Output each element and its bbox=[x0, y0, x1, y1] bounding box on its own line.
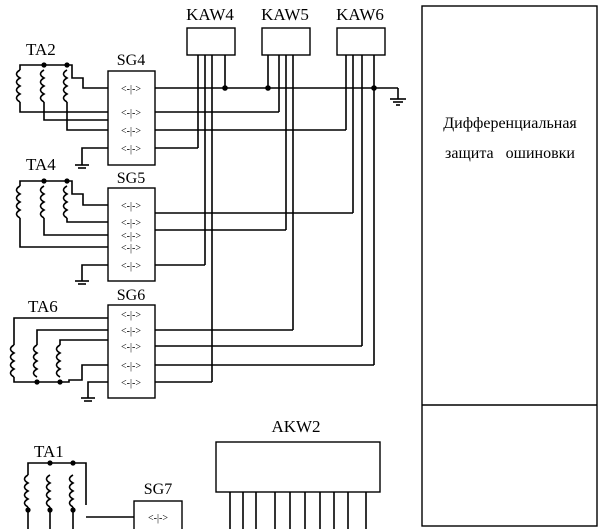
svg-text:<-|->: <-|-> bbox=[121, 144, 141, 155]
relay-kaw4: KAW4 bbox=[186, 5, 236, 56]
relay-leads bbox=[197, 55, 375, 382]
transformer-ta2-label: TA2 bbox=[26, 40, 56, 59]
svg-text:<-|->: <-|-> bbox=[121, 243, 141, 254]
svg-text:<-|->: <-|-> bbox=[121, 261, 141, 272]
neutral-bus bbox=[155, 85, 406, 106]
svg-text:<-|->: <-|-> bbox=[121, 310, 141, 321]
test-block-sg4: SG4 <-|-> <-|-> <-|-> <-|-> bbox=[75, 52, 346, 169]
svg-text:<-|->: <-|-> bbox=[121, 218, 141, 229]
svg-text:<-|->: <-|-> bbox=[121, 231, 141, 242]
svg-text:<-|->: <-|-> bbox=[121, 378, 141, 389]
svg-text:<-|->: <-|-> bbox=[121, 326, 141, 337]
relay-akw2: AKW2 bbox=[215, 417, 381, 529]
relay-kaw5: KAW5 bbox=[261, 5, 311, 56]
test-block-sg6-label: SG6 bbox=[117, 287, 145, 304]
transformer-ta6-label: TA6 bbox=[28, 297, 58, 316]
test-block-sg5: SG5 <-|-> <-|-> <-|-> <-|-> <-|-> bbox=[75, 170, 353, 285]
svg-text:<-|->: <-|-> bbox=[121, 342, 141, 353]
transformer-group-ta4: TA4 bbox=[15, 155, 108, 248]
relay-kaw4-label: KAW4 bbox=[186, 5, 234, 24]
transformer-group-ta1: TA1 bbox=[23, 442, 87, 529]
relay-kaw6: KAW6 bbox=[336, 5, 386, 56]
svg-text:<-|->: <-|-> bbox=[121, 84, 141, 95]
test-block-sg4-label: SG4 bbox=[117, 52, 145, 69]
transformer-ta4-label: TA4 bbox=[26, 155, 56, 174]
transformer-ta1-label: TA1 bbox=[34, 442, 64, 461]
svg-text:<-|->: <-|-> bbox=[121, 126, 141, 137]
test-block-sg5-label: SG5 bbox=[117, 170, 145, 187]
relay-akw2-label: AKW2 bbox=[271, 417, 320, 436]
panel-title-line2: защита ошиновки bbox=[445, 145, 575, 162]
test-block-sg7-label: SG7 bbox=[144, 481, 172, 498]
relay-kaw6-label: KAW6 bbox=[336, 5, 384, 24]
protection-panel: Дифференциальная защита ошиновки bbox=[421, 5, 598, 527]
test-block-sg7: SG7 <-|-> bbox=[86, 481, 183, 529]
panel-title-line1: Дифференциальная bbox=[443, 115, 577, 132]
svg-text:<-|->: <-|-> bbox=[121, 361, 141, 372]
transformer-group-ta6: TA6 bbox=[9, 297, 108, 385]
svg-text:<-|->: <-|-> bbox=[121, 201, 141, 212]
svg-text:<-|->: <-|-> bbox=[148, 513, 168, 524]
relay-kaw5-label: KAW5 bbox=[261, 5, 309, 24]
test-block-sg6: SG6 <-|-> <-|-> <-|-> <-|-> <-|-> bbox=[81, 287, 374, 402]
svg-text:<-|->: <-|-> bbox=[121, 108, 141, 119]
transformer-group-ta2: TA2 bbox=[15, 40, 108, 131]
